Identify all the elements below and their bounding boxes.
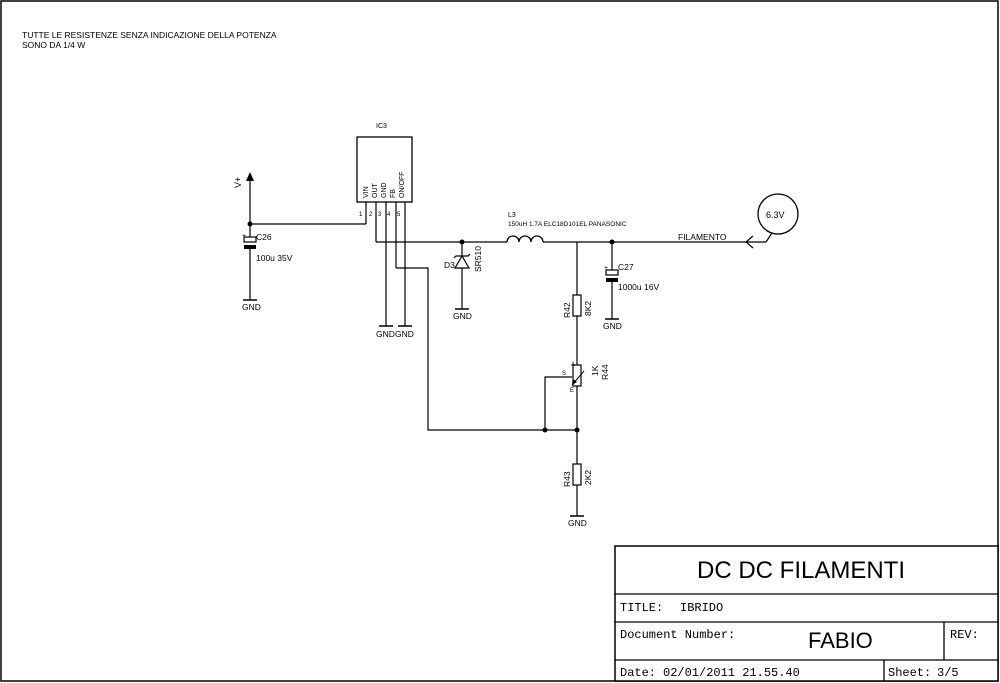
c27-value: 1000u 16V <box>618 282 659 292</box>
d3-value: SR510 <box>473 246 483 272</box>
ic3-pin5-num: 5 <box>397 212 401 218</box>
r43-gnd-label: GND <box>568 518 587 528</box>
ic3-gnd-label: GND <box>376 329 395 339</box>
ic3-pin2-num: 2 <box>369 212 373 218</box>
sheet-value: 3/5 <box>937 666 959 680</box>
c26-ref: C26 <box>256 232 272 242</box>
c26-capacitor: + C26 100u 35V GND <box>242 232 293 312</box>
c26-value: 100u 35V <box>256 253 293 263</box>
filamento-net-label: FILAMENTO <box>678 232 727 242</box>
ic3-pin3-name: GND <box>381 182 388 198</box>
rev-label: REV: <box>950 628 979 642</box>
filamento-output: FILAMENTO 6.3V <box>678 193 799 249</box>
connector-label: 6.3V <box>766 210 785 220</box>
connector-circle <box>757 193 799 235</box>
ic3-pin3-num: 3 <box>378 212 382 218</box>
c27-gnd-label: GND <box>603 321 622 331</box>
c26-gnd-label: GND <box>242 302 261 312</box>
r42-resistor: R42 8K2 <box>562 242 593 365</box>
l3-inductor: L3 150uH 1.7A ELC18D101EL PANASONIC <box>506 212 627 243</box>
l3-ref: L3 <box>508 212 516 219</box>
ic3-body <box>356 136 413 203</box>
ic3-fb-gnd-label: GND <box>395 329 414 339</box>
junction-dot <box>574 427 580 433</box>
note-line-1: TUTTE LE RESISTENZE SENZA INDICAZIONE DE… <box>22 30 277 40</box>
docnum-label: Document Number: <box>620 628 735 642</box>
sheet-label: Sheet: <box>888 666 931 680</box>
ic3-pin2-name: OUT <box>372 183 379 199</box>
r42-value: 8K2 <box>583 301 593 316</box>
vplus-arrow-icon <box>246 172 254 181</box>
vplus-label: V+ <box>233 177 243 188</box>
r44-trimmer: A S E 1K R44 <box>544 362 610 464</box>
date-label: Date: <box>620 666 656 680</box>
junction-dot <box>542 427 548 433</box>
r44-ref: R44 <box>600 364 610 380</box>
r43-value: 2K2 <box>583 470 593 485</box>
title-value: IBRIDO <box>680 601 723 615</box>
docnum-value: FABIO <box>808 628 873 653</box>
ic3-ref: IC3 <box>376 123 387 130</box>
c27-plus: + <box>604 265 608 272</box>
d3-diode: D3 SR510 GND <box>444 242 483 321</box>
l3-value: 150uH 1.7A ELC18D101EL PANASONIC <box>508 221 627 228</box>
c27-ref: C27 <box>618 262 634 272</box>
date-value: 02/01/2011 21.55.40 <box>663 666 800 680</box>
r44-pin-a: A <box>571 362 575 368</box>
r44-pin-s: S <box>562 371 566 377</box>
r42-ref: R42 <box>562 302 572 318</box>
trimmer-arrow-icon <box>572 379 577 385</box>
vplus-supply: V+ <box>233 172 366 237</box>
feedback-wire <box>396 267 577 431</box>
c27-capacitor: + C27 1000u 16V GND <box>603 242 659 331</box>
ic3-pin4-name: FB <box>390 189 397 198</box>
ic3-pin4-num: 4 <box>387 212 391 218</box>
junction-dot <box>247 221 253 227</box>
title-block-big-title: DC DC FILAMENTI <box>697 557 905 584</box>
note-line-2: SONO DA 1/4 W <box>22 40 85 50</box>
d3-ref: D3 <box>444 260 455 270</box>
r44-pin-e: E <box>570 388 574 394</box>
d3-gnd-label: GND <box>453 311 472 321</box>
r44-value: 1K <box>590 365 600 376</box>
title-block: DC DC FILAMENTI TITLE: IBRIDO Document N… <box>614 545 999 682</box>
ic3-pin1-name: VIN <box>363 186 370 198</box>
ic3-ground-symbols: GND GND <box>376 325 414 339</box>
ic3-pin1-num: 1 <box>359 212 363 218</box>
r43-ref: R43 <box>562 471 572 487</box>
r43-resistor: R43 2K2 GND <box>562 463 593 528</box>
ic3-regulator: IC3 VIN OUT GND FB ON/OFF 1 2 3 4 5 <box>356 123 413 326</box>
ic3-pin5-name: ON/OFF <box>399 172 406 198</box>
title-label: TITLE: <box>620 601 663 615</box>
